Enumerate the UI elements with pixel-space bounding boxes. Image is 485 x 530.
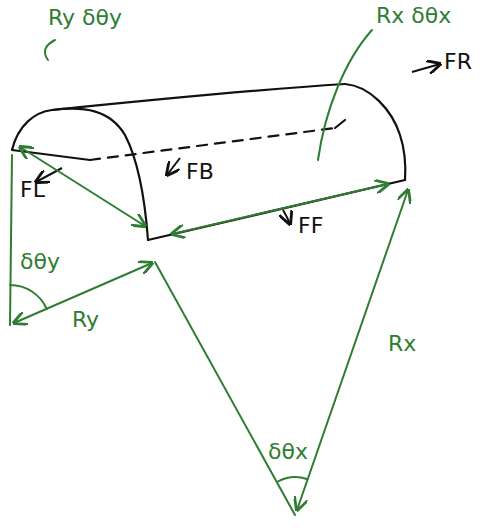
force-arrow-back <box>167 158 180 175</box>
right-face-arc <box>345 84 405 180</box>
force-arrow-right <box>412 64 440 72</box>
arc-length-label: Rx δθx <box>376 4 451 28</box>
angle-label: δθx <box>268 440 308 464</box>
arc-length-label: Ry δθy <box>48 6 122 30</box>
geometry-lines <box>10 30 408 515</box>
back-bottom-edge-hidden <box>90 128 335 160</box>
leader-line-y <box>45 40 55 60</box>
arc-length-x-arrow <box>172 184 388 234</box>
left-face-arc <box>12 109 148 240</box>
force-label: FF <box>298 214 323 238</box>
force-arrow-front <box>283 210 290 224</box>
back-corner <box>335 120 345 128</box>
force-label: FB <box>186 160 214 184</box>
radius-label: Ry <box>72 308 99 332</box>
arc-length-y-arrow <box>20 147 145 226</box>
angle-y-arc <box>10 285 47 309</box>
force-label: FL <box>20 178 45 202</box>
left-radius-x-line <box>155 262 295 515</box>
angle-label: δθy <box>20 250 60 274</box>
force-arrows <box>36 64 440 224</box>
leader-line-x <box>318 30 372 160</box>
angle-x-arc <box>277 477 307 482</box>
force-label: FR <box>444 50 472 74</box>
element-outline <box>12 84 405 240</box>
radius-label: Rx <box>388 332 416 356</box>
left-bottom-edge <box>12 150 90 160</box>
top-edge <box>52 84 345 110</box>
left-radius-vertical <box>10 155 12 325</box>
front-bottom-edge <box>148 180 405 240</box>
